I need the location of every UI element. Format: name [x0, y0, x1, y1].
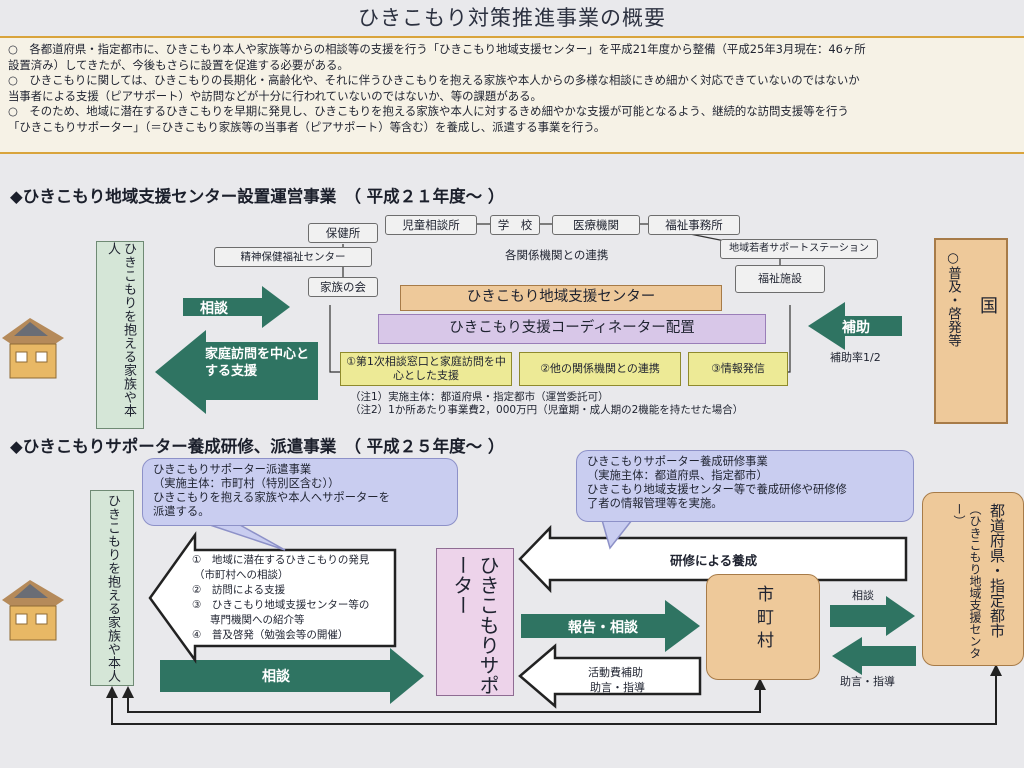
function-box-1: ①第1次相談窓口と家庭訪問を中心とした支援	[340, 352, 512, 386]
bubble-line: ひきこもりサポーター養成研修事業	[587, 455, 768, 468]
home-visit-arrow	[155, 330, 318, 414]
kuni-label: 国	[977, 296, 998, 314]
prefecture-label: 都道府県・指定都市	[988, 503, 1006, 638]
org-jido: 児童相談所	[385, 215, 477, 235]
bubble-line: （実施主体：都道府県、指定都市）	[587, 469, 768, 482]
family-box: ひきこもりを抱える家族や本人	[96, 241, 144, 429]
bubble-line: ひきこもりを抱える家族や本人へサポーターを	[153, 491, 390, 504]
training-bubble: ひきこもりサポーター養成研修事業 （実施主体：都道府県、指定都市） ひきこもり地…	[576, 450, 914, 522]
service-item: ① 地域に潜在するひきこもりの発見	[192, 554, 370, 566]
services-list: ① 地域に潜在するひきこもりの発見 （市町村への相談） ② 訪問による支援 ③ …	[192, 553, 392, 643]
report-arrow	[521, 600, 700, 652]
house-icon	[2, 318, 64, 379]
kuni-box: 国 ○普及・啓発等	[934, 238, 1008, 424]
subsidy-arrow-label: 補助	[842, 320, 870, 336]
shichoson-box: 市町村	[706, 574, 820, 680]
right-soudan-arrow	[830, 596, 915, 636]
subsidy-rate: 補助率1/2	[830, 351, 881, 364]
summary-line: 設置済み）してきたが、今後もさらに設置を促進する必要がある。	[8, 57, 349, 72]
consult-arrow-label: 相談	[262, 669, 290, 685]
service-item: 専門機関への紹介等	[210, 614, 305, 626]
org-kazoku: 家族の会	[308, 277, 378, 297]
org-hokenjo: 保健所	[308, 223, 378, 243]
prefecture-sublabel: （ひきこもり地域支援センター）	[952, 503, 982, 659]
function-box-2: ②他の関係機関との連携	[519, 352, 681, 386]
kuni-text: ○普及・啓発等	[945, 250, 961, 347]
support-center-box: ひきこもり地域支援センター	[400, 285, 722, 311]
consult-arrow-s1	[183, 286, 290, 328]
right-soudan-label: 相談	[852, 589, 874, 602]
bubble-line: ひきこもり地域支援センター等で養成研修や研修修	[587, 483, 847, 496]
page-title: ひきこもり対策推進事業の概要	[358, 6, 666, 30]
supporter-box: ひきこもりサポーター	[436, 548, 514, 696]
org-fukushi-shisetsu: 福祉施設	[735, 265, 825, 293]
bubble-line: 派遣する。	[153, 505, 210, 518]
activity-arrow	[518, 643, 702, 709]
subsidy-arrow	[808, 302, 902, 350]
prefecture-box: 都道府県・指定都市 （ひきこもり地域支援センター）	[922, 492, 1024, 666]
coordinator-box: ひきこもり支援コーディネーター配置	[378, 314, 766, 344]
activity-arrow-label: 助言・指導	[590, 681, 645, 694]
summary-line: 「ひきこもりサポーター」（＝ひきこもり家族等の当事者（ピアサポート）等含む）を養…	[8, 119, 606, 134]
activity-arrow-label: 活動費補助	[588, 666, 643, 679]
summary-line: ○ ひきこもりに関しては、ひきこもりの長期化・高齢化や、それに伴うひきこもりを抱…	[8, 73, 860, 88]
bubble-line: 了者の情報管理等を実施。	[587, 497, 723, 510]
supporter-label: ひきこもりサポーター	[450, 555, 500, 695]
dispatch-bubble: ひきこもりサポーター派遣事業 （実施主体：市町村（特別区含む）） ひきこもりを抱…	[142, 458, 458, 526]
summary-line: 当事者による支援（ピアサポート）や訪問などが十分に行われていないのではないか、等…	[8, 88, 542, 103]
service-item: ② 訪問による支援	[192, 584, 286, 596]
family-box: ひきこもりを抱える家族や本人	[90, 490, 134, 686]
shichoson-label: 市町村	[753, 585, 773, 654]
section1-heading: ◆ひきこもり地域支援センター設置運営事業 （ 平成２１年度～ ）	[10, 187, 505, 206]
home-visit-arrow-label: 家庭訪問を中心とする支援	[205, 347, 310, 379]
org-iryo: 医療機関	[552, 215, 640, 235]
summary-line: ○ そのため、地域に潜在するひきこもりを早期に発見し、ひきこもりを抱える家族や本…	[8, 104, 849, 119]
right-jogen-label: 助言・指導	[840, 675, 895, 688]
section2-heading: ◆ひきこもりサポーター養成研修、派遣事業 （ 平成２５年度～ ）	[10, 437, 505, 456]
org-seishin: 精神保健福祉センター	[214, 247, 372, 267]
consult-arrow-s2	[160, 648, 424, 704]
house-icon	[2, 580, 64, 641]
training-arrow-label: 研修による養成	[670, 553, 758, 568]
service-arrow	[148, 531, 397, 664]
right-jogen-arrow	[832, 637, 916, 675]
note-1: （注1）実施主体：都道府県・指定都市（運営委託可）	[350, 391, 609, 403]
summary-box: ○ 各都道府県・指定都市に、ひきこもり本人や家族等からの相談等の支援を行う「ひき…	[0, 36, 1024, 154]
org-fukushi-jimusho: 福祉事務所	[648, 215, 740, 235]
function-box-3: ③情報発信	[688, 352, 788, 386]
note-2: （注2）1か所あたり事業費2，000万円（児童期・成人期の2機能を持たせた場合）	[350, 404, 744, 416]
summary-line: ○ 各都道府県・指定都市に、ひきこもり本人や家族等からの相談等の支援を行う「ひき…	[8, 42, 866, 56]
service-item: ③ ひきこもり地域支援センター等の	[192, 599, 370, 611]
renkei-label: 各関係機関との連携	[505, 248, 609, 262]
service-item: （市町村への相談）	[194, 569, 289, 581]
org-wakamono: 地域若者サポートステーション	[720, 239, 878, 259]
org-gakko: 学 校	[490, 215, 540, 235]
bubble-line: （実施主体：市町村（特別区含む））	[153, 477, 340, 490]
consult-arrow-label: 相談	[200, 301, 228, 317]
service-item: ④ 普及啓発（勉強会等の開催）	[192, 629, 349, 641]
report-arrow-label: 報告・相談	[568, 620, 638, 636]
bubble-line: ひきこもりサポーター派遣事業	[153, 463, 312, 476]
